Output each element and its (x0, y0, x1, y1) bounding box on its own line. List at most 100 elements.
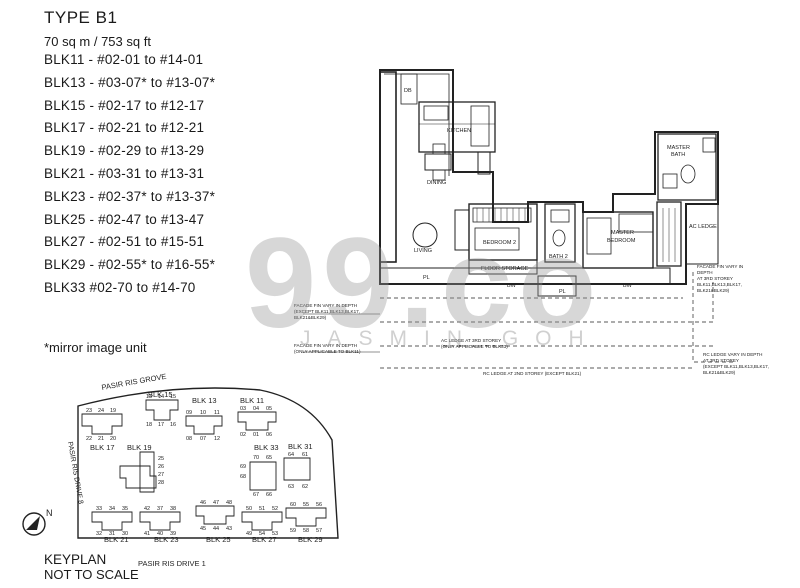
note-facade-left-1: FACADE FIN VARY IN DEPTH (294, 303, 357, 308)
unit-number: 64 (288, 452, 294, 458)
unit-number: 42 (144, 506, 150, 512)
unit-number: 38 (170, 506, 176, 512)
unit-number: 06 (266, 432, 272, 438)
unit-number: 05 (266, 406, 272, 412)
unit-number: 50 (246, 506, 252, 512)
label-bath-2: BATH 2 (549, 254, 568, 260)
unit-number: 04 (253, 406, 259, 412)
note-facade-right-5: BLK21&BLK29) (697, 288, 730, 293)
unit-number: 21 (98, 436, 104, 442)
unit-row: BLK15 - #02-17 to #12-17 (44, 97, 205, 113)
unit-number: 18 (146, 422, 152, 428)
unit-number: 68 (240, 474, 246, 480)
unit-number: 17 (158, 422, 164, 428)
note-facade-left-2: (EXCEPT BLK11,BLK13,BLK17, (294, 309, 360, 314)
unit-number: 48 (226, 500, 232, 506)
unit-number: 53 (272, 531, 278, 537)
label-master-bath-1: MASTER (667, 145, 690, 151)
unit-number: 55 (303, 502, 309, 508)
unit-number: 47 (213, 500, 219, 506)
label-master-bedroom-1: MASTER (611, 230, 634, 236)
road-pasir-ris-drive-1: PASIR RIS DRIVE 1 (138, 559, 206, 568)
unit-number: 12 (214, 436, 220, 442)
watermark-name: JASMIN GOH (300, 327, 601, 350)
unit-number: 60 (290, 502, 296, 508)
unit-number: 58 (303, 528, 309, 534)
unit-number: 65 (266, 455, 272, 461)
block-label-11: BLK 11 (240, 396, 264, 405)
unit-number: 62 (302, 484, 308, 490)
unit-number: 54 (259, 531, 265, 537)
unit-number: 33 (96, 506, 102, 512)
unit-number: 01 (253, 432, 259, 438)
unit-number: 13 (146, 394, 152, 400)
unit-number: 45 (200, 526, 206, 532)
unit-row: BLK29 - #02-55* to #16-55* (44, 257, 216, 273)
note-facade-left2-1: FACADE FIN VARY IN DEPTH (294, 343, 357, 348)
label-ac-ledge: AC LEDGE (689, 224, 717, 230)
block-label-13: BLK 13 (192, 396, 217, 405)
note-ac-ledge-3rd: AC LEDGE AT 3RD STOREY (441, 338, 501, 343)
label-dining: DINING (427, 180, 446, 186)
unit-number: 63 (288, 484, 294, 490)
keyplan-map: PASIR RIS GROVE PASIR RIS DRIVE 8 PASIR … (22, 372, 339, 568)
unit-number: 19 (110, 408, 116, 414)
label-kitchen: KITCHEN (447, 128, 471, 134)
block-label-25: BLK 25 (206, 535, 231, 544)
unit-number: 52 (272, 506, 278, 512)
unit-number: 32 (96, 531, 102, 537)
unit-row: BLK21 - #03-31 to #13-31 (44, 165, 205, 181)
note-facade-left2-2: (ONLY APPLICABLE TO BLK11) (294, 349, 361, 354)
block-label-33: BLK 33 (254, 443, 279, 452)
unit-number: 57 (316, 528, 322, 534)
block-label-15: BLK 15 (148, 390, 173, 399)
block-label-17: BLK 17 (90, 443, 115, 452)
label-bw-2: BW (623, 283, 633, 289)
unit-number: 67 (253, 492, 259, 498)
note-rc-ledge-2nd: RC LEDGE AT 2ND STOREY (EXCEPT BLK21) (483, 371, 582, 376)
unit-number: 34 (109, 506, 115, 512)
unit-number: 27 (158, 472, 164, 478)
unit-number: 10 (200, 410, 206, 416)
watermark-number: 99.co (245, 212, 603, 355)
unit-number: 49 (246, 531, 252, 537)
note-rc-right-1: RC LEDGE VARY IN DEPTH (703, 352, 762, 357)
unit-number: 09 (186, 410, 192, 416)
unit-number: 08 (186, 436, 192, 442)
label-living: LIVING (414, 248, 432, 254)
unit-type-title: TYPE B1 (44, 8, 118, 27)
unit-number: 44 (213, 526, 219, 532)
label-floor-storage: FLOOR STORAGE (481, 266, 529, 272)
unit-row: BLK19 - #02-29 to #13-29 (44, 143, 205, 159)
note-rc-right-4: BLK21&BLK29) (703, 370, 736, 375)
unit-number: 20 (110, 436, 116, 442)
unit-row: BLK25 - #02-47 to #13-47 (44, 211, 205, 227)
unit-number: 16 (170, 422, 176, 428)
mirror-note: *mirror image unit (44, 340, 147, 355)
unit-number: 61 (302, 452, 308, 458)
unit-number: 43 (226, 526, 232, 532)
unit-number: 41 (144, 531, 150, 537)
unit-list: BLK11 - #02-01 to #14-01 BLK13 - #03-07*… (44, 52, 294, 303)
block-label-29: BLK 29 (298, 535, 323, 544)
unit-row: BLK27 - #02-51 to #15-51 (44, 234, 205, 250)
unit-number: 28 (158, 480, 164, 486)
unit-row: BLK17 - #02-21 to #12-21 (44, 120, 205, 136)
keyplan-title: KEYPLAN (44, 552, 107, 567)
road-pasir-ris-grove: PASIR RIS GROVE (101, 372, 167, 392)
unit-number: 56 (316, 502, 322, 508)
unit-row: BLK11 - #02-01 to #14-01 (44, 52, 204, 67)
unit-number: 25 (158, 456, 164, 462)
unit-number: 26 (158, 464, 164, 470)
unit-number: 22 (86, 436, 92, 442)
unit-number: 23 (86, 408, 92, 414)
unit-number: 31 (109, 531, 115, 537)
unit-number: 51 (259, 506, 265, 512)
note-facade-right-3: AT 3RD STOREY (697, 276, 733, 281)
unit-number: 35 (122, 506, 128, 512)
label-master-bedroom-2: BEDROOM (607, 238, 636, 244)
note-ac-ledge-3rd-2: (ONLY APPLICABLE TO BLK33) (441, 344, 508, 349)
unit-row: BLK23 - #02-37* to #13-37* (44, 188, 216, 204)
north-label: N (46, 508, 53, 518)
road-pasir-ris-drive-8: PASIR RIS DRIVE 8 (66, 441, 84, 505)
